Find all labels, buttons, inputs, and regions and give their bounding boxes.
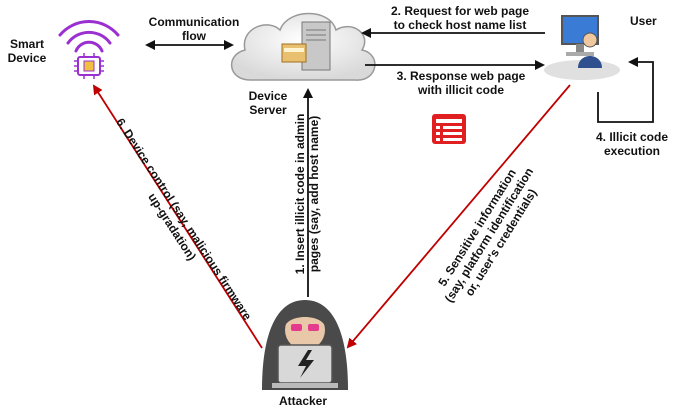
device-server-label-line1: Device xyxy=(248,89,288,103)
step3-label: 3. Response web page with illicit code xyxy=(378,69,544,97)
device-server-label: Device Server xyxy=(238,89,298,117)
step4-label-line1: 4. Illicit code xyxy=(595,130,669,144)
step2-label: 2. Request for web page to check host na… xyxy=(370,4,550,32)
device-server-label-line2: Server xyxy=(249,103,287,117)
smart-device-label-line1: Smart xyxy=(9,37,44,51)
device-server-cloud-icon xyxy=(230,12,376,81)
illicit-code-doc-icon xyxy=(432,114,466,144)
user-label: User xyxy=(630,14,657,28)
step1-label: 1. Insert illicit code in admin pages (s… xyxy=(293,74,321,314)
communication-flow-label: Communication flow xyxy=(136,15,252,43)
step3-label-line2: with illicit code xyxy=(417,83,504,97)
step1-label-line1: 1. Insert illicit code in admin xyxy=(293,113,307,275)
attacker-label: Attacker xyxy=(278,394,328,408)
step5-sensitive-info-arrow xyxy=(346,84,571,349)
communication-flow-label-line1: Communication xyxy=(148,15,240,29)
step2-label-line1: 2. Request for web page xyxy=(390,4,530,18)
smart-device-icon xyxy=(58,20,120,79)
user-computer-icon xyxy=(544,15,620,80)
step4-label-line2: execution xyxy=(603,144,660,158)
step4-label: 4. Illicit code execution xyxy=(582,130,682,158)
step3-label-line1: 3. Response web page xyxy=(396,69,526,83)
step1-label-line2: pages (say, add host name) xyxy=(307,115,321,273)
attacker-icon xyxy=(262,300,348,390)
step4-execution-loop-arrow xyxy=(597,57,654,123)
communication-flow-label-line2: flow xyxy=(182,29,206,43)
step6-device-control-arrow xyxy=(92,84,263,349)
smart-device-label-line2: Device xyxy=(7,51,47,65)
smart-device-label: Smart Device xyxy=(0,37,54,65)
step2-label-line2: to check host name list xyxy=(393,18,527,32)
